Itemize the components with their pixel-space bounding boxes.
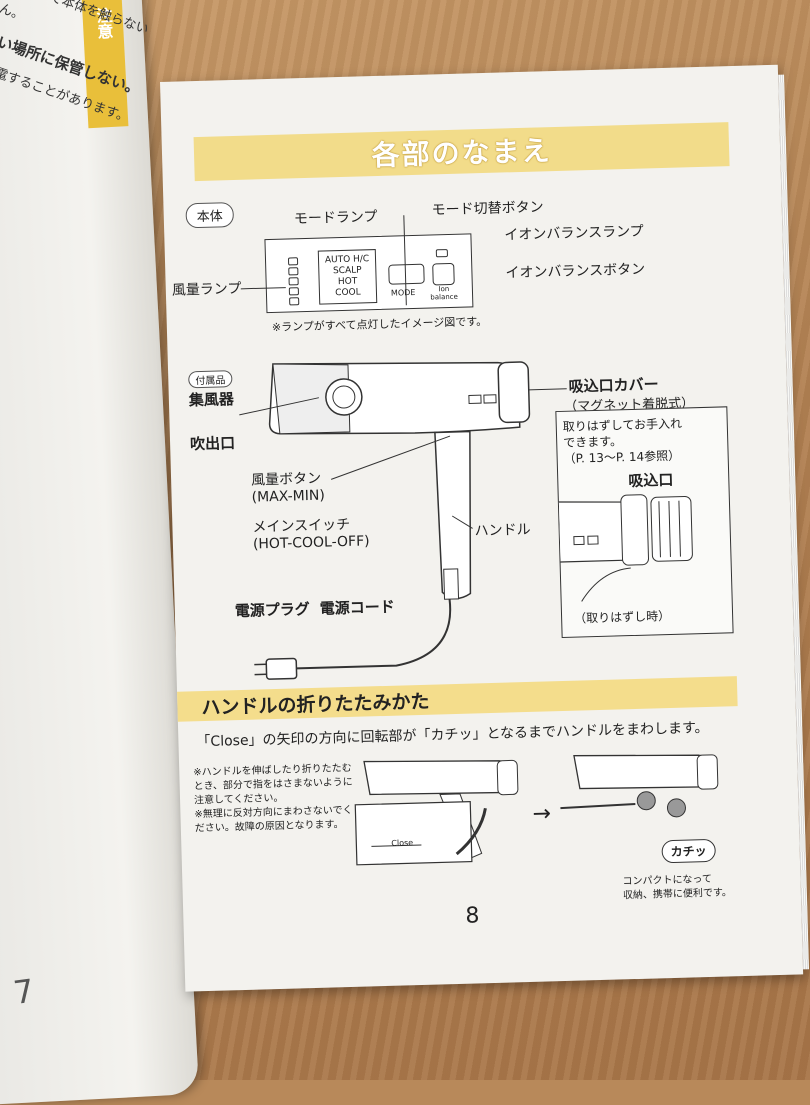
left-page-number: 7 xyxy=(11,972,36,1012)
step-arrow: → xyxy=(532,801,551,827)
left-line-1: りません。 xyxy=(0,0,28,24)
click-bubble: カチッ xyxy=(661,839,716,863)
close-label: Close xyxy=(391,838,413,848)
manual-page: 各部のなまえ 本体 モードランプ モード切替ボタン イオンバランスランプ イオン… xyxy=(160,65,803,992)
folding-caption: コンパクトになって 収納、携帯に便利です。 xyxy=(622,872,732,903)
page-number: 8 xyxy=(465,903,480,928)
